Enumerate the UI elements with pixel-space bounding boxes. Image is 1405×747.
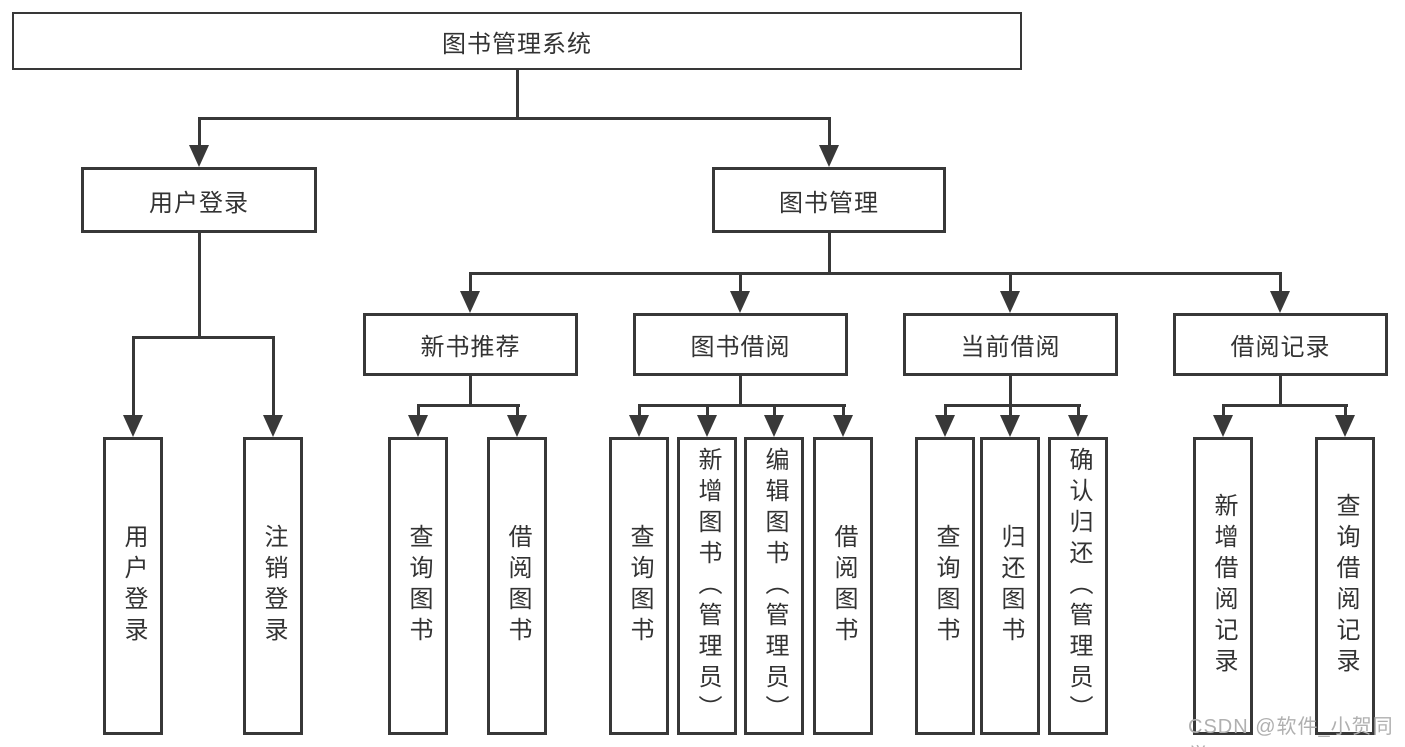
edge-bus-new-book-rec	[417, 404, 520, 407]
node-leaf-return-book: 归还图书	[980, 437, 1040, 735]
edge-bus-borrow-record	[1222, 404, 1348, 407]
edge-stem-leaf-c4	[842, 404, 845, 417]
edge-root-stem	[516, 68, 519, 117]
node-leaf-logout: 注销登录	[243, 437, 303, 735]
leaf-label: 借阅图书	[830, 524, 857, 648]
leaf-label: 用户登录	[120, 524, 147, 648]
node-borrow-records: 借阅记录	[1173, 313, 1388, 376]
node-leaf-borrow-book: 借阅图书	[813, 437, 873, 735]
edge-stem-leaf-b1	[417, 404, 420, 417]
arrowhead-icon	[460, 291, 480, 313]
edge-user-login-stem	[198, 233, 201, 336]
node-book-borrow: 图书借阅	[633, 313, 848, 376]
leaf-label: 查询图书	[932, 524, 959, 648]
leaf-label: 借阅图书	[504, 524, 531, 648]
node-leaf-user-login: 用户登录	[103, 437, 163, 735]
edge-new-book-rec-down	[469, 376, 472, 404]
edge-bus-current-borrow	[944, 404, 1081, 407]
edge-stem-leaf-a1	[132, 336, 135, 417]
arrowhead-icon	[123, 415, 143, 437]
leaf-label: 查询图书	[626, 524, 653, 648]
leaf-label: 编辑图书（管理员）	[761, 446, 788, 726]
leaf-label: 确认归还（管理员）	[1065, 446, 1092, 726]
arrowhead-icon	[764, 415, 784, 437]
edge-bus-book-borrow	[638, 404, 846, 407]
edge-stem-leaf-b2	[516, 404, 519, 417]
node-new-book-recommend: 新书推荐	[363, 313, 578, 376]
node-leaf-edit-book-admin: 编辑图书（管理员）	[744, 437, 804, 735]
edge-stem-leaf-c2	[706, 404, 709, 417]
arrowhead-icon	[1270, 291, 1290, 313]
node-leaf-borrow-book-rec: 借阅图书	[487, 437, 547, 735]
node-leaf-add-book-admin: 新增图书（管理员）	[677, 437, 737, 735]
edge-stem-leaf-d2	[1009, 404, 1012, 417]
leaf-label: 新增图书（管理员）	[694, 446, 721, 726]
arrowhead-icon	[408, 415, 428, 437]
node-current-borrow: 当前借阅	[903, 313, 1118, 376]
leaf-label: 查询借阅记录	[1332, 493, 1359, 679]
arrowhead-icon	[507, 415, 527, 437]
edge-stem-user-login	[198, 117, 201, 147]
edge-stem-leaf-e1	[1222, 404, 1225, 417]
edge-bus-level3	[469, 272, 1282, 275]
edge-bus-user-login	[132, 336, 275, 339]
arrowhead-icon	[819, 145, 839, 167]
leaf-label: 新增借阅记录	[1210, 493, 1237, 679]
node-leaf-confirm-return-admin: 确认归还（管理员）	[1048, 437, 1108, 735]
arrowhead-icon	[1335, 415, 1355, 437]
node-leaf-add-borrow-record: 新增借阅记录	[1193, 437, 1253, 735]
edge-stem-leaf-d3	[1077, 404, 1080, 417]
arrowhead-icon	[730, 291, 750, 313]
edge-book-mgmt-stem	[828, 233, 831, 272]
node-root: 图书管理系统	[12, 12, 1022, 70]
leaf-label: 查询图书	[405, 524, 432, 648]
node-user-login: 用户登录	[81, 167, 317, 233]
edge-stem-new-book-rec	[469, 272, 472, 293]
edge-book-borrow-down	[739, 376, 742, 404]
edge-stem-leaf-e2	[1344, 404, 1347, 417]
edge-stem-book-borrow	[739, 272, 742, 293]
arrowhead-icon	[629, 415, 649, 437]
arrowhead-icon	[263, 415, 283, 437]
arrowhead-icon	[1000, 291, 1020, 313]
arrowhead-icon	[1000, 415, 1020, 437]
arrowhead-icon	[1213, 415, 1233, 437]
edge-stem-book-mgmt	[828, 117, 831, 147]
edge-current-borrow-down	[1009, 376, 1012, 404]
arrowhead-icon	[833, 415, 853, 437]
edge-bus-level2	[198, 117, 831, 120]
node-leaf-query-book-current: 查询图书	[915, 437, 975, 735]
node-leaf-query-book-borrow: 查询图书	[609, 437, 669, 735]
edge-stem-leaf-d1	[944, 404, 947, 417]
leaf-label: 归还图书	[997, 524, 1024, 648]
edge-borrow-record-down	[1279, 376, 1282, 404]
edge-stem-leaf-c1	[638, 404, 641, 417]
leaf-label: 注销登录	[260, 524, 287, 648]
csdn-watermark: CSDN @软件_小贺同学	[1188, 716, 1394, 747]
edge-stem-current-borrow	[1009, 272, 1012, 293]
edge-stem-leaf-a2	[272, 336, 275, 417]
arrowhead-icon	[697, 415, 717, 437]
node-leaf-query-book-rec: 查询图书	[388, 437, 448, 735]
arrowhead-icon	[189, 145, 209, 167]
edge-stem-borrow-record	[1279, 272, 1282, 293]
edge-stem-leaf-c3	[773, 404, 776, 417]
node-leaf-query-borrow-record: 查询借阅记录	[1315, 437, 1375, 735]
arrowhead-icon	[935, 415, 955, 437]
node-book-management: 图书管理	[712, 167, 946, 233]
arrowhead-icon	[1068, 415, 1088, 437]
